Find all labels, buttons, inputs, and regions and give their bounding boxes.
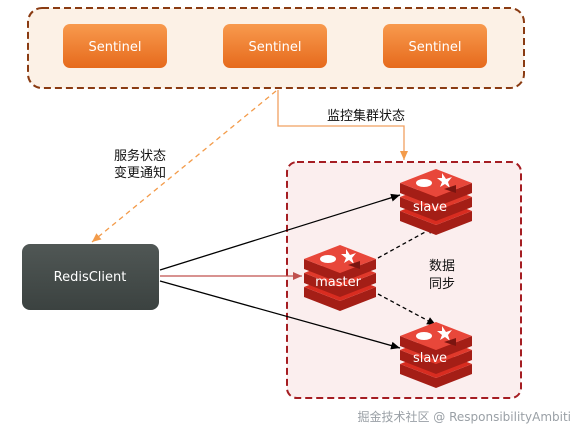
- status-notify-arrow: [91, 90, 277, 243]
- sentinel-node-3: Sentinel: [383, 24, 487, 68]
- redis-slave-node-top: slave: [400, 169, 472, 235]
- sentinel-label: Sentinel: [248, 40, 301, 55]
- redis-master-node: master: [304, 245, 376, 311]
- master-label: master: [315, 275, 361, 290]
- redis-client-label: RedisClient: [54, 270, 127, 285]
- watermark: 掘金技术社区 @ ResponsibilityAmbiti: [357, 410, 571, 424]
- redis-slave-node-bottom: slave: [400, 322, 472, 388]
- client-to-slave-top-arrow: [159, 193, 401, 271]
- sentinel-node-2: Sentinel: [223, 24, 327, 68]
- client-to-slave-bottom-arrow: [159, 280, 401, 350]
- sentinel-node-1: Sentinel: [63, 24, 167, 68]
- sentinel-label: Sentinel: [88, 40, 141, 55]
- slave-label: slave: [413, 351, 447, 366]
- sync-arrow-bottom: [377, 293, 437, 326]
- data-sync-label-1: 数据: [429, 259, 455, 274]
- status-notify-label-1: 服务状态: [114, 148, 166, 164]
- redis-client-node: RedisClient: [22, 244, 159, 310]
- monitor-cluster-label: 监控集群状态: [327, 108, 405, 124]
- data-sync-label-2: 同步: [429, 277, 455, 292]
- slave-label: slave: [413, 200, 447, 215]
- status-notify-label-2: 变更通知: [114, 165, 166, 181]
- monitor-cluster-arrow: [277, 90, 408, 160]
- sentinel-label: Sentinel: [408, 40, 461, 55]
